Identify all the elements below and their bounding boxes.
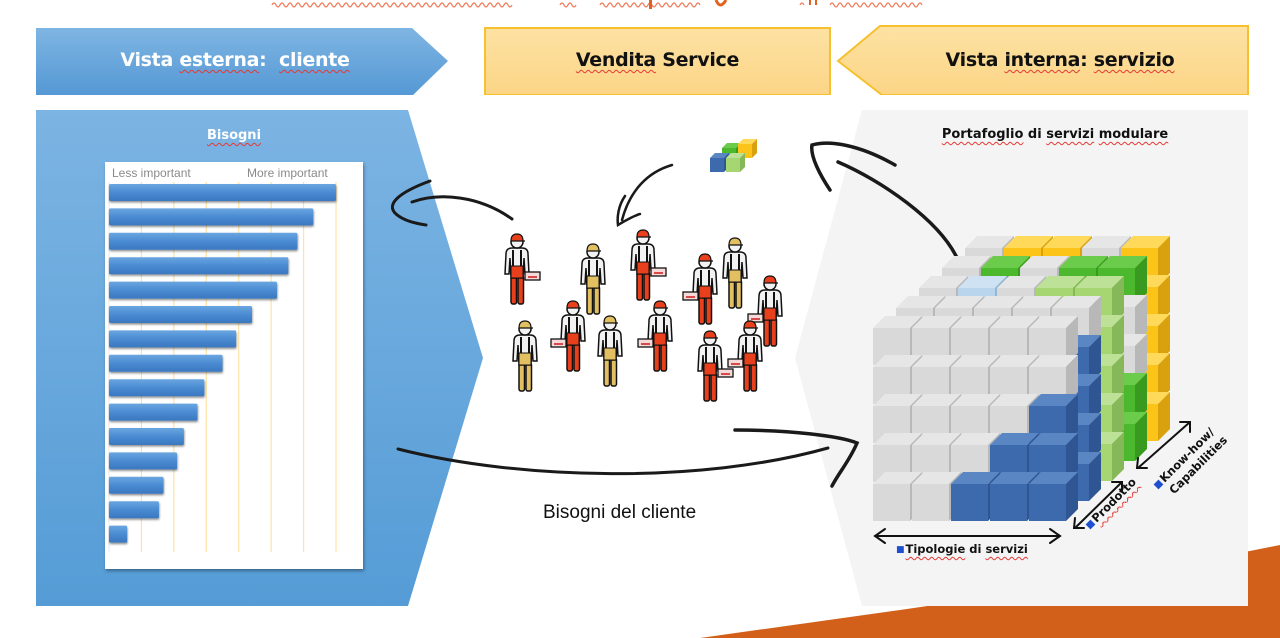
need-bar-7 [109,330,237,348]
worker-red [550,300,586,372]
worker-red [747,275,783,347]
service-workers-group [504,229,783,402]
worker-red [630,229,667,301]
cropped-title-spellcheck-squiggles [271,0,923,9]
mini-cube-green-front [726,153,745,172]
need-bar-12 [109,452,178,470]
needs-bar-chart [108,182,337,552]
worker-yellow [597,315,623,387]
need-bar-13 [109,476,164,494]
worker-red [682,253,718,325]
internal-view-label: Vista interna: servizio [945,49,1175,71]
needs-title: Bisogni [206,128,262,143]
mini-cube-yellow [738,139,757,158]
need-bar-6 [109,306,253,323]
dimension-arrows [873,421,1191,544]
worker-red [637,300,673,372]
service-types-arrow [873,528,1062,544]
need-bar-5 [109,281,277,299]
product-arrow [1072,481,1123,529]
worker-yellow [580,243,606,315]
header-shapes [36,25,1249,95]
sale-box [484,27,831,95]
need-bar-8 [109,354,223,372]
worker-yellow [512,320,538,392]
worker-red [504,233,541,305]
customer-needs-caption: Bisogni del cliente [543,502,697,523]
worker-red [697,330,734,402]
internal-view-arrow-shape [836,25,1249,95]
need-bar-4 [109,257,289,275]
need-bar-11 [109,428,184,445]
axis-label-less-important: Less important [112,166,191,180]
worker-red [727,320,763,392]
external-view-arrow [36,28,448,95]
capabilities-arrow [1135,421,1191,469]
need-bar-1 [109,184,336,201]
cube-d0-r4-c4 [1029,472,1078,521]
portfolio-title: Portafoglio di servizi modulare [941,127,1169,142]
orange-swoosh [700,545,1280,638]
sale-label: Vendita Service [575,49,740,71]
axis-label-more-important: More important [247,166,328,180]
modular-service-cube [873,236,1170,521]
service-types-label: ■Tipologie di servizi [896,542,1028,556]
need-bar-9 [109,379,205,397]
need-bar-2 [109,208,314,226]
worker-yellow [722,237,748,309]
need-bar-15 [109,525,128,543]
need-bar-3 [109,232,298,250]
need-bar-14 [109,501,159,519]
modules-cubes-icon [710,139,757,172]
need-bar-10 [109,403,198,421]
external-view-label: Vista esterna: cliente [120,49,350,71]
